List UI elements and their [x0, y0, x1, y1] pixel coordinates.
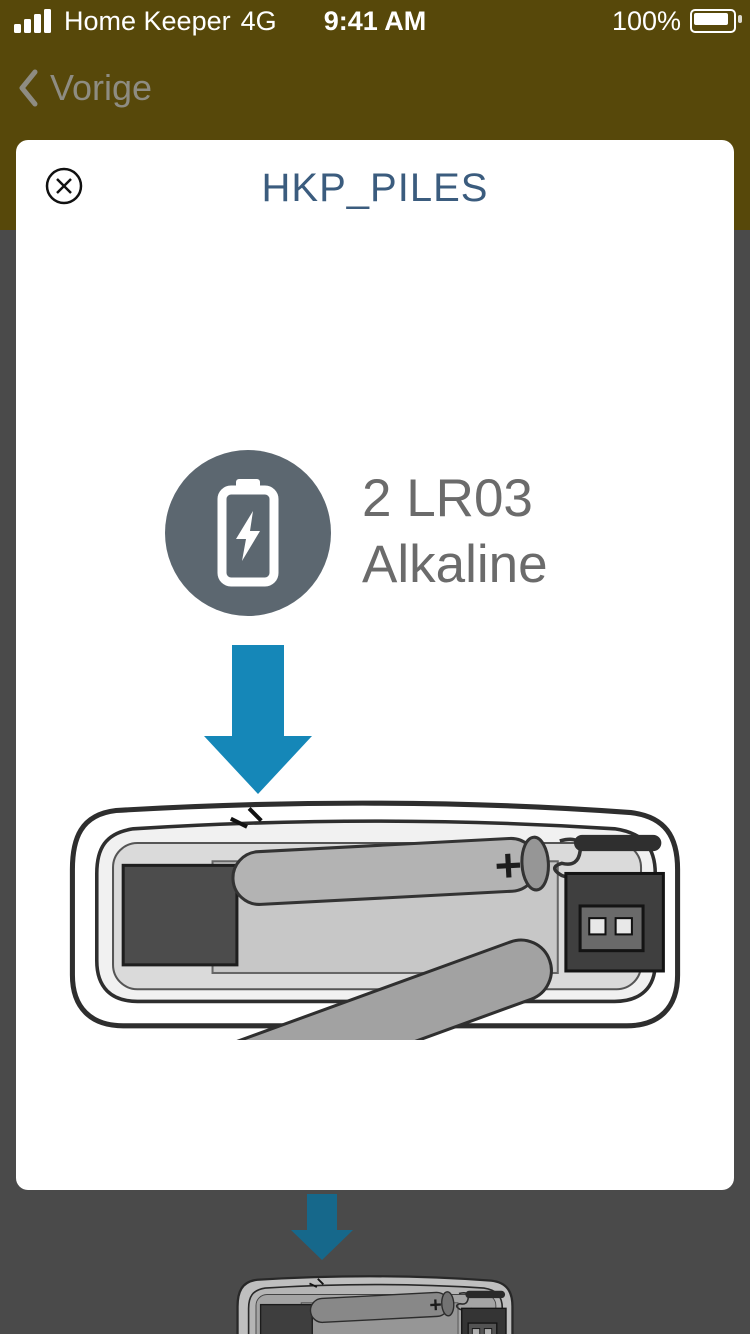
status-bar: Home Keeper 4G 9:41 AM 100%: [0, 0, 750, 42]
chevron-left-icon: [19, 69, 38, 107]
network-label: 4G: [240, 5, 277, 36]
close-button[interactable]: [44, 166, 84, 206]
close-icon: [45, 167, 83, 205]
battery-icon: [690, 9, 742, 33]
insert-arrow-icon: [204, 736, 312, 794]
battery-compartment-illustration: [232, 1264, 518, 1334]
instruction-modal: HKP_PILES 2 LR03 Alkaline: [16, 140, 734, 1190]
modal-title: HKP_PILES: [261, 166, 489, 210]
battery-spec-line1: 2 LR03: [362, 469, 533, 528]
carrier-label: Home Keeper: [64, 5, 231, 36]
back-button-label: Vorige: [50, 67, 153, 108]
arrow-down-icon: [291, 1230, 353, 1260]
battery-compartment-illustration: [60, 776, 690, 1040]
battery-percent-label: 100%: [611, 5, 681, 36]
clock: 9:41 AM: [323, 6, 427, 36]
arrow-down-icon: [307, 1194, 337, 1230]
battery-bolt-icon: [217, 479, 279, 587]
battery-badge: [165, 450, 331, 616]
battery-spec-text: 2 LR03 Alkaline: [362, 466, 548, 598]
battery-spec-line2: Alkaline: [362, 535, 548, 594]
next-page-preview[interactable]: [0, 1188, 750, 1334]
signal-bars-icon: [14, 9, 51, 33]
insert-arrow-icon: [232, 645, 284, 737]
back-button[interactable]: Vorige: [16, 58, 152, 118]
